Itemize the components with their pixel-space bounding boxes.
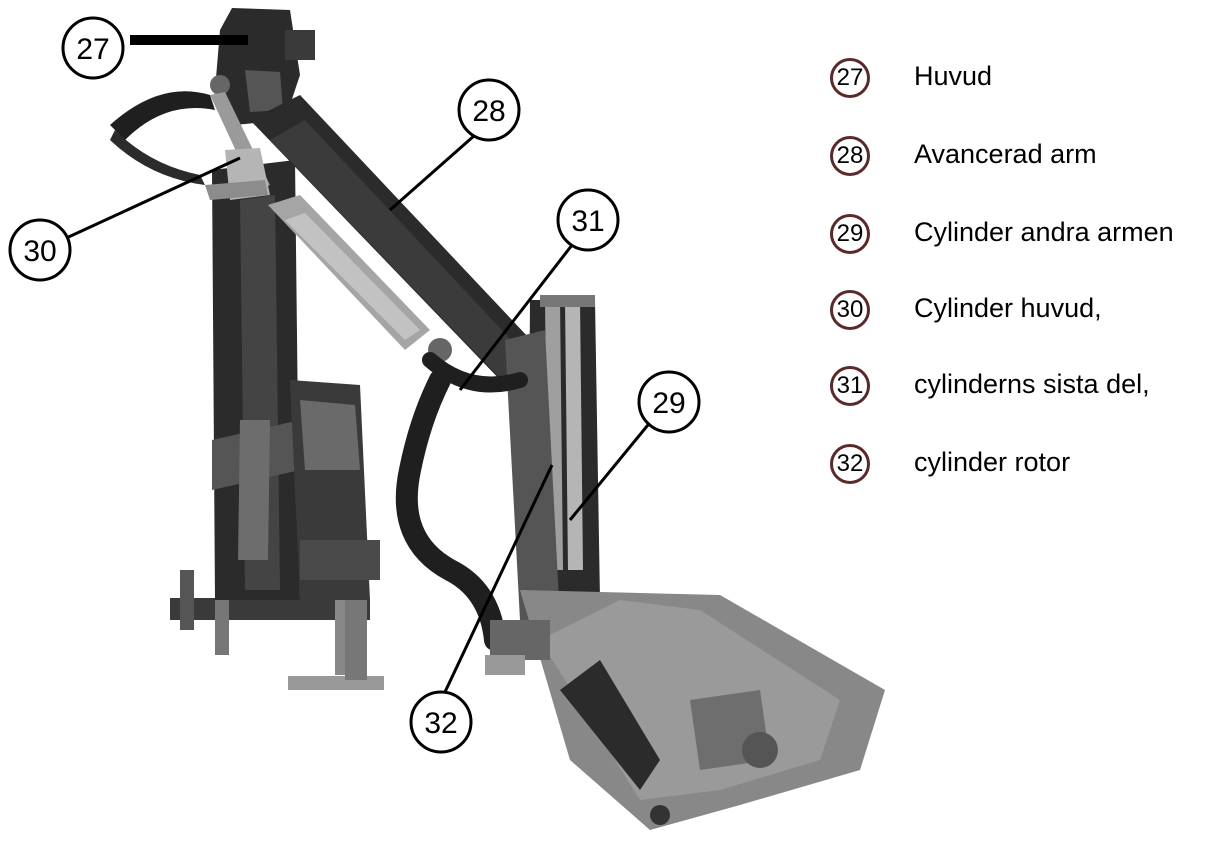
leader-31 — [458, 244, 574, 391]
callout-31-label: 31 — [571, 205, 604, 238]
callout-30-label: 30 — [23, 235, 56, 268]
advanced-arm — [250, 95, 545, 385]
main-post — [212, 160, 380, 600]
legend-label: Cylinder huvud, — [914, 293, 1102, 323]
callout-30: 30 — [8, 218, 72, 282]
legend-number-badge: 30 — [830, 290, 870, 330]
leader-28 — [389, 133, 476, 212]
rotor-head — [485, 590, 885, 830]
legend-label: Huvud — [914, 61, 993, 91]
callouts: 27 28 29 30 31 32 — [8, 16, 701, 754]
callout-29-label: 29 — [652, 387, 685, 420]
legend-item-27: 27 Huvud — [830, 58, 1225, 104]
callout-31: 31 — [556, 188, 620, 252]
callout-29: 29 — [637, 370, 701, 434]
legend-number-badge: 27 — [830, 58, 870, 98]
callout-28: 28 — [457, 78, 521, 142]
legend-number-badge: 28 — [830, 136, 870, 176]
leader-lines — [61, 35, 654, 693]
callout-27: 27 — [61, 16, 125, 80]
hydraulic-hose — [395, 352, 528, 651]
legend-label: cylinder rotor — [914, 447, 1071, 477]
legend-item-28: 28 Avancerad arm — [830, 136, 1225, 182]
legend-label: Avancerad arm — [914, 139, 1097, 169]
legend-number-badge: 31 — [830, 366, 870, 406]
legend-item-30: 30 Cylinder huvud, — [830, 290, 1225, 336]
legend-item-31: 31 cylinderns sista del, — [830, 366, 1225, 412]
legend-item-29: 29 Cylinder andra armen — [830, 214, 1225, 260]
callout-27-label: 27 — [76, 33, 109, 66]
leader-29 — [568, 419, 654, 521]
legend-item-32: 32 cylinder rotor — [830, 444, 1225, 490]
legend-label: cylinderns sista del, — [914, 369, 1150, 399]
legend-number-badge: 32 — [830, 444, 870, 484]
leader-32 — [443, 464, 554, 693]
leader-30 — [61, 156, 241, 242]
legend-label: Cylinder andra armen — [914, 217, 1174, 247]
callout-28-label: 28 — [472, 95, 505, 128]
machine-illustration — [110, 8, 885, 830]
legend-number-badge: 29 — [830, 214, 870, 254]
callout-32-label: 32 — [424, 707, 457, 740]
callout-32: 32 — [409, 690, 473, 754]
lower-arm-cylinders — [505, 295, 600, 620]
